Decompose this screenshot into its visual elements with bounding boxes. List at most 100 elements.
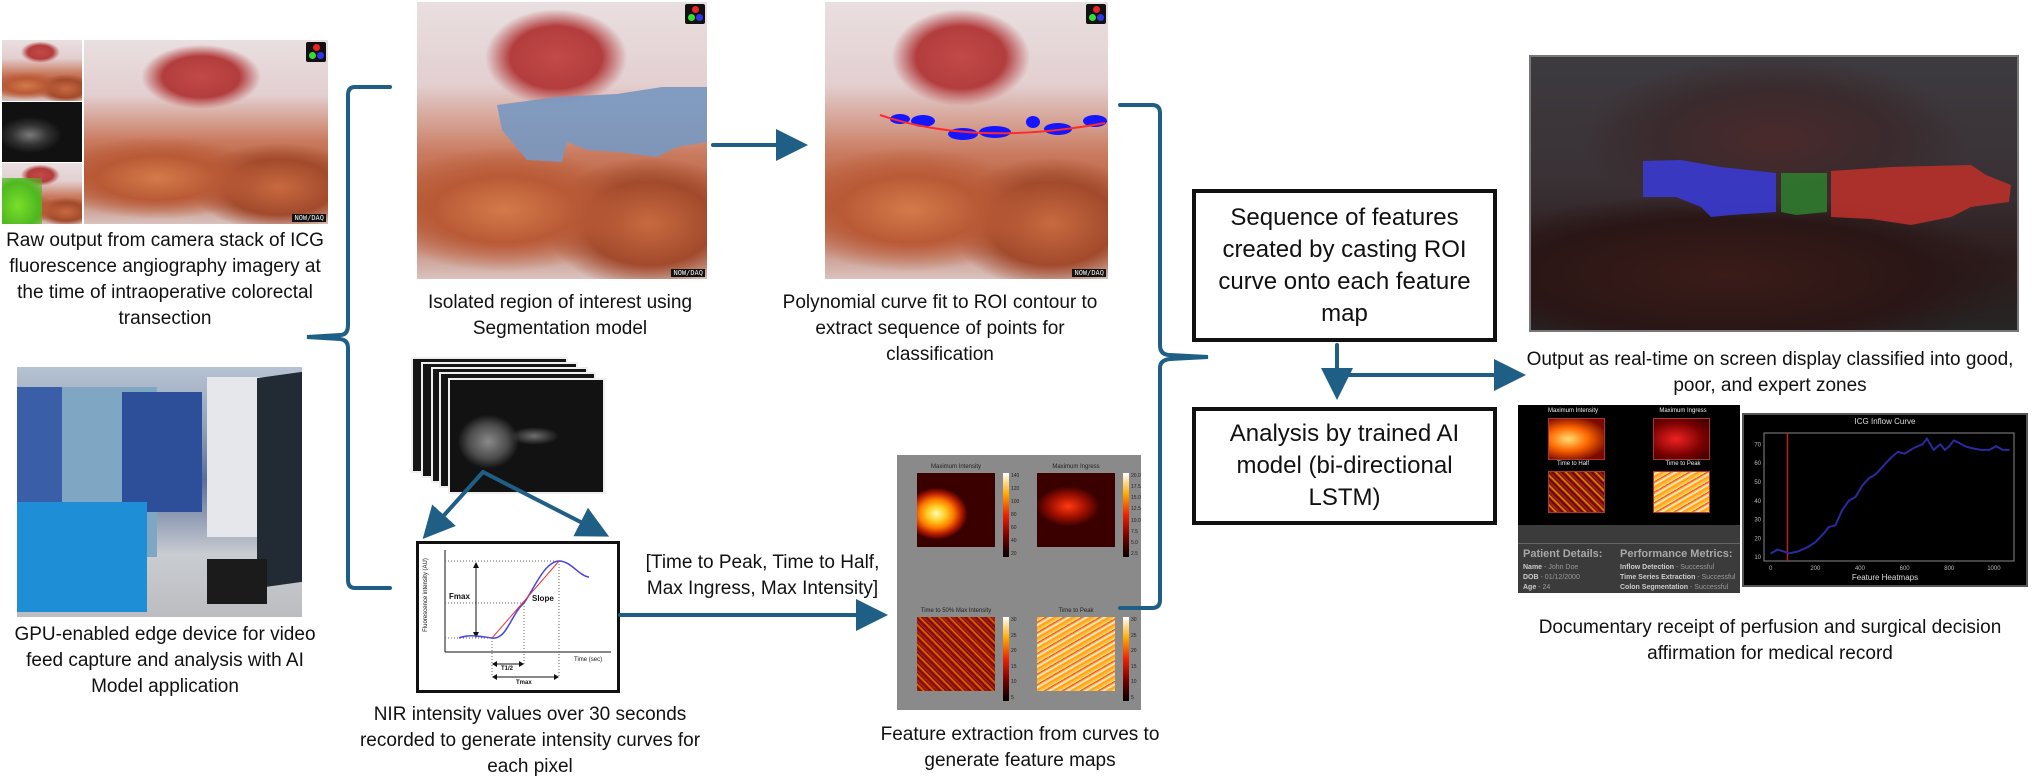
patient-details-header: Patient Details: [1523, 548, 1603, 560]
sequence-features-box: Sequence of features created by casting … [1192, 189, 1497, 342]
colorbar [1123, 617, 1129, 701]
caption-feature-extraction: Feature extraction from curves to genera… [880, 724, 1160, 771]
documentary-receipt: Maximum Intensity Maximum Ingress Time t… [1518, 405, 1740, 593]
thumb-white-light [2, 40, 82, 101]
performance-metrics: Inflow Detection - Successful Time Serie… [1620, 564, 1736, 591]
slope-label: Slope [532, 594, 554, 603]
camera-channel-icon [306, 42, 326, 62]
colorbar-tick: 10 [1131, 679, 1137, 686]
colorbar-tick: 5.0 [1131, 539, 1138, 546]
camera-channel-icon [1086, 4, 1106, 24]
segmentation-image: NOW/DAQ [417, 2, 707, 279]
receipt-map-label: Time to Half [1556, 461, 1590, 467]
receipt-map-time-to-half [1548, 471, 1605, 513]
receipt-map-label: Time to Peak [1665, 461, 1701, 467]
patient-details: Name - John Doe DOB - 01/12/2000 Age - 2… [1523, 564, 1580, 591]
colorbar-tick: 2.5 [1131, 551, 1138, 557]
analysis-model-box: Analysis by trained AI model (bi-directi… [1192, 407, 1497, 525]
caption-realtime-output: Output as real-time on screen display cl… [1526, 349, 2014, 396]
camera-watermark: NOW/DAQ [671, 269, 705, 277]
caption-documentary: Documentary receipt of perfusion and sur… [1538, 617, 2002, 664]
thumb-overlay [2, 163, 82, 224]
operating-room-photo [17, 367, 302, 617]
polynomial-fit-image: NOW/DAQ [825, 2, 1108, 279]
slope-line [491, 560, 560, 639]
colorbar-tick: 40 [1011, 538, 1017, 544]
x-axis-label: Time (sec) [574, 657, 603, 663]
caption-gpu-device: GPU-enabled edge device for video feed c… [14, 624, 316, 697]
colorbar-tick: 15 [1131, 663, 1137, 670]
colorbar-tick: 7.5 [1131, 528, 1138, 535]
contour-point [911, 115, 935, 127]
caption-polynomial: Polynomial curve fit to ROI contour to e… [782, 292, 1098, 365]
y-tick-label: 60 [1754, 461, 1761, 467]
main-camera-view: NOW/DAQ [84, 40, 328, 224]
colorbar-tick: 20 [1011, 551, 1017, 557]
colorbar-tick: 15.0 [1131, 495, 1141, 502]
contour-point [1026, 116, 1040, 128]
receipt-map-max-ingress [1653, 418, 1710, 460]
realtime-output-display [1529, 55, 2019, 332]
receipt-map-max-intensity [1548, 418, 1605, 460]
intensity-curve-diagram: Fluorescence intensity (AU) Fmax Slope T… [416, 541, 620, 693]
y-tick-label: 10 [1754, 555, 1761, 561]
thumb-nir [2, 102, 82, 162]
receipt-map-label: Maximum Ingress [1659, 408, 1707, 414]
roi-contour-overlay [879, 114, 1107, 140]
t-max-label: Tmax [516, 680, 532, 686]
y-tick-label: 70 [1754, 442, 1761, 448]
x-tick-label: 400 [1855, 566, 1866, 572]
colorbar-tick: 100 [1011, 499, 1020, 505]
y-tick-label: 20 [1754, 536, 1761, 542]
feature-list-label: [Time to Peak, Time to Half, Max Ingress… [645, 552, 880, 599]
colorbar [1003, 473, 1009, 557]
colorbar-tick: 25 [1131, 632, 1137, 639]
y-tick-label: 50 [1754, 480, 1761, 486]
heatmap-max-ingress: Maximum Ingress [1037, 464, 1115, 547]
y-tick-label: 30 [1754, 518, 1761, 524]
colorbar-tick: 10 [1011, 679, 1017, 686]
zone-good [1643, 160, 1776, 217]
colorbar-tick: 80 [1011, 512, 1017, 518]
colorbar-tick: 20 [1131, 648, 1137, 655]
colorbar-tick: 140 [1011, 473, 1020, 479]
x-tick-label: 0 [1769, 566, 1773, 572]
x-tick-label: 600 [1900, 566, 1911, 572]
colorbar-tick: 10.0 [1131, 517, 1141, 524]
plot-frame [1763, 432, 2015, 562]
colorbar-tick: 5 [1011, 695, 1014, 701]
colorbar-tick: 20.0 [1131, 473, 1141, 479]
series-line-inflow [1770, 436, 2010, 555]
colorbar-tick: 15 [1011, 663, 1017, 670]
zone-expert [1781, 173, 1827, 215]
feature-maps-panel: Maximum Intensity Maximum Ingress Time t… [897, 455, 1141, 710]
colorbar [1123, 473, 1129, 557]
camera-stack-image: NOW/DAQ [2, 40, 328, 224]
colorbar-tick: 17.5 [1131, 484, 1141, 491]
caption-raw-output: Raw output from camera stack of ICG fluo… [6, 230, 324, 329]
heatmap-time-to-half: Time to 50% Max Intensity [917, 608, 995, 691]
t-half-label: T1/2 [501, 666, 514, 672]
colorbar-tick: 12.5 [1131, 506, 1141, 513]
colorbar-tick: 20 [1011, 648, 1017, 655]
camera-watermark: NOW/DAQ [292, 214, 326, 222]
colorbar [1003, 617, 1009, 701]
receipt-map-label: Maximum Intensity [1547, 408, 1598, 414]
receipt-map-time-to-peak [1653, 471, 1710, 513]
polynomial-curve [879, 114, 1106, 135]
heatmap-max-intensity: Maximum Intensity [917, 464, 995, 547]
chart-xlabel: Feature Heatmaps [1851, 573, 1919, 582]
colorbar-tick: 30 [1131, 617, 1137, 623]
colorbar-tick: 25 [1011, 632, 1017, 639]
chart-title: ICG Inflow Curve [1854, 417, 1916, 426]
caption-nir-curves: NIR intensity values over 30 seconds rec… [359, 704, 701, 777]
camera-channel-icon [685, 4, 705, 24]
colorbar-tick: 60 [1011, 525, 1017, 531]
zone-poor [1831, 165, 2011, 225]
performance-metrics-header: Performance Metrics: [1620, 548, 1733, 560]
nir-frame-front [448, 378, 605, 494]
y-tick-label: 40 [1754, 499, 1761, 505]
roi-mask-shape [497, 87, 707, 162]
heatmap-time-to-peak: Time to Peak [1037, 608, 1115, 691]
